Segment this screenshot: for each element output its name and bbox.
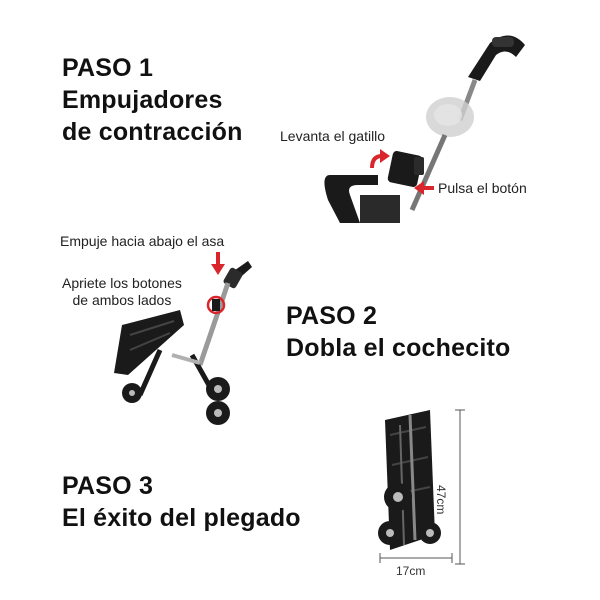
step-1-heading: PASO 1 Empujadores de contracción: [62, 52, 243, 148]
step-1-title: PASO 1: [62, 54, 154, 82]
step-3-title: PASO 3: [62, 472, 154, 500]
note-lift-trigger: Levanta el gatillo: [280, 128, 386, 144]
height-dimension-label: 47cm: [434, 485, 448, 515]
note-press-buttons-line1: Apriete los botones: [62, 275, 182, 291]
note-press-buttons: Apriete los botones de ambos lados: [62, 275, 182, 309]
step-1-subtitle-line2: de contracción: [62, 118, 243, 146]
arrow-up-icon: [370, 149, 390, 169]
step-2-title: PASO 2: [286, 302, 378, 330]
note-push-handle: Empuje hacia abajo el asa: [60, 233, 225, 249]
step-3-subtitle-line1: El éxito del plegado: [62, 504, 301, 532]
note-press-buttons-line2: de ambos lados: [72, 292, 172, 308]
arrow-down-icon: [211, 252, 225, 275]
step-1-subtitle-line1: Empujadores: [62, 86, 223, 114]
width-dimension-line: [379, 553, 453, 563]
step-2-subtitle-line1: Dobla el cochecito: [286, 334, 511, 362]
step-3-folded-stroller-illustration: [378, 410, 441, 550]
height-dimension-line: [455, 409, 465, 565]
step-2-heading: PASO 2 Dobla el cochecito: [286, 300, 511, 364]
width-dimension-label: 17cm: [396, 564, 426, 578]
arrow-left-icon: [414, 181, 434, 195]
step-2-stroller-illustration: [114, 261, 252, 425]
circle-highlight-icon: [206, 295, 226, 315]
step-1-handle-illustration: [324, 35, 525, 223]
note-press-button: Pulsa el botón: [438, 180, 527, 196]
step-3-heading: PASO 3 El éxito del plegado: [62, 470, 301, 534]
